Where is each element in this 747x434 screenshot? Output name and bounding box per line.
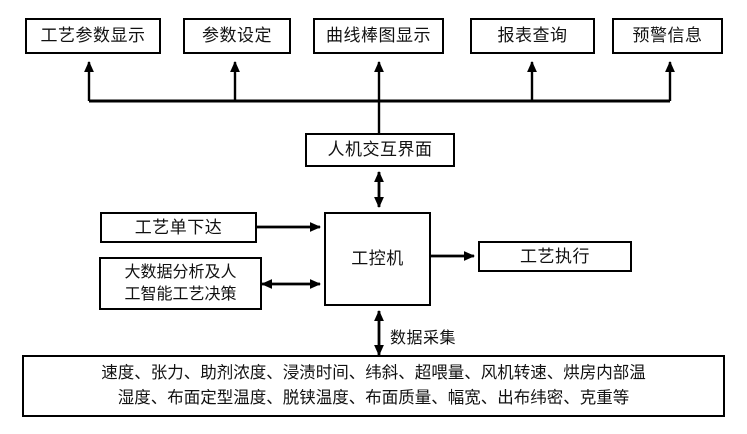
node-human-machine-interface[interactable]: 人机交互界面 <box>305 133 455 167</box>
node-process-order-issue[interactable]: 工艺单下达 <box>100 212 257 243</box>
node-report-query[interactable]: 报表查询 <box>470 18 595 54</box>
node-curve-bar-chart-display[interactable]: 曲线棒图显示 <box>313 18 444 54</box>
big-data-decision-line-2: 工智能工艺决策 <box>124 285 237 303</box>
node-big-data-decision[interactable]: 大数据分析及人 工智能工艺决策 <box>99 257 262 310</box>
node-industrial-computer[interactable]: 工控机 <box>324 212 431 306</box>
node-parameter-setting[interactable]: 参数设定 <box>183 18 291 54</box>
sensor-list-line-1: 速度、张力、助剂浓度、浸渍时间、纬斜、超喂量、风机转速、烘房内部温 <box>101 363 646 383</box>
node-sensor-parameter-list[interactable]: 速度、张力、助剂浓度、浸渍时间、纬斜、超喂量、风机转速、烘房内部温 湿度、布面定… <box>22 355 725 417</box>
sensor-list-line-2: 湿度、布面定型温度、脱铗温度、布面质量、幅宽、出布纬密、克重等 <box>117 388 630 407</box>
edge-label-data-acquisition: 数据采集 <box>390 330 457 347</box>
big-data-decision-line-1: 大数据分析及人 <box>124 263 237 281</box>
node-process-execution[interactable]: 工艺执行 <box>478 241 632 272</box>
node-process-parameter-display[interactable]: 工艺参数显示 <box>25 18 161 54</box>
node-early-warning-info[interactable]: 预警信息 <box>612 18 723 54</box>
